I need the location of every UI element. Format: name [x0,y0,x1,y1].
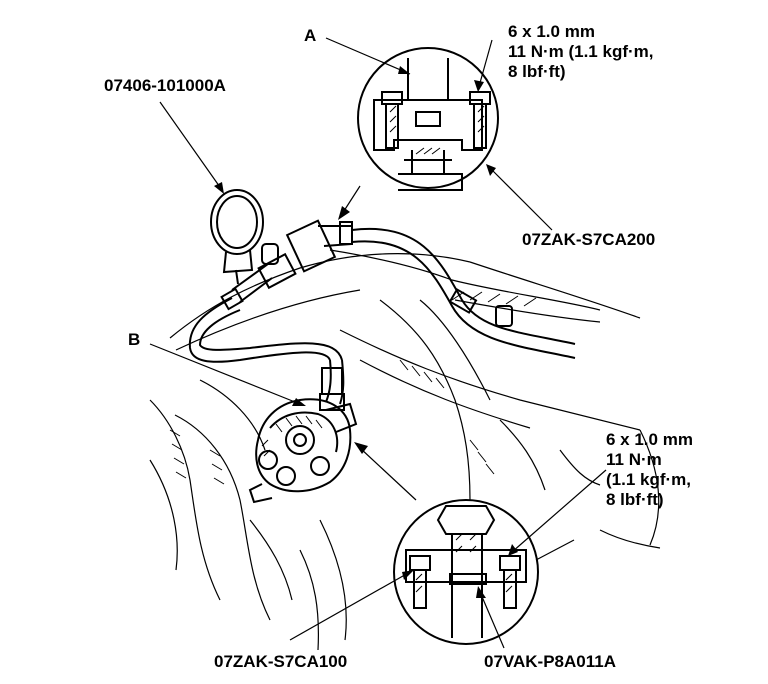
bottom-spec-line-3: (1.1 kgf·m, [606,470,692,489]
top-spec-line-2: 11 N·m (1.1 kgf·m, [508,42,654,61]
leader-lines [149,37,607,649]
top-spec-line-3: 8 lbf·ft) [508,62,566,81]
detail-circle-bottom [393,499,539,645]
bottom-spec-line-1: 6 x 1.0 mm [606,430,693,449]
detail-circle-top [357,47,499,191]
bottom-adapter-label: 07ZAK-S7CA100 [214,652,348,671]
bottom-spec-line-4: 8 lbf·ft) [606,490,664,509]
top-spec-line-1: 6 x 1.0 mm [508,22,595,41]
hose-fittings [220,287,513,411]
fuel-rail-assembly [248,398,358,504]
engine-contours [149,249,661,651]
bottom-spec-line-2: 11 N·m [606,450,662,469]
label-b: B [128,330,141,349]
pressure-gauge-icon [210,189,353,303]
label-a: A [304,26,317,45]
bottom-joint-label: 07VAK-P8A011A [484,652,616,671]
hoses [188,227,576,405]
top-adapter-label: 07ZAK-S7CA200 [522,230,656,249]
gauge-tool-label: 07406-101000A [104,76,226,95]
